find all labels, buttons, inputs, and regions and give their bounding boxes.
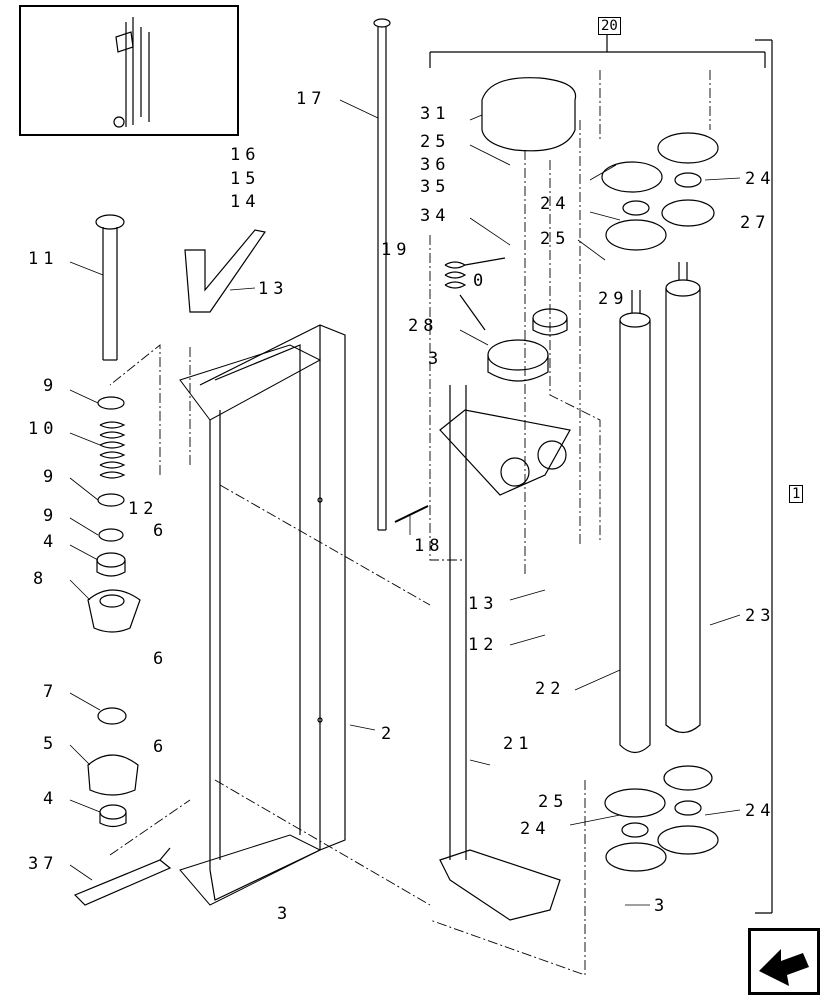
callout-28: 28 xyxy=(408,316,439,336)
callout-15: 15 xyxy=(230,169,261,189)
callout-3: 3 xyxy=(277,904,293,924)
callout-7: 7 xyxy=(43,682,59,702)
callout-37: 37 xyxy=(28,854,59,874)
thumbnail-drawing xyxy=(113,17,150,128)
top-plate xyxy=(439,409,571,496)
callout-12: 12 xyxy=(128,499,159,519)
callout-4: 4 xyxy=(43,532,59,552)
callout-3: 3 xyxy=(654,896,670,916)
callout-12: 12 xyxy=(468,635,499,655)
spring-10 xyxy=(99,421,126,479)
callout-2: 2 xyxy=(381,724,397,744)
callout-18: 18 xyxy=(414,536,445,556)
callout-24: 24 xyxy=(745,169,776,189)
callout-25: 25 xyxy=(540,229,571,249)
callout-11: 11 xyxy=(28,249,59,269)
callout-23: 23 xyxy=(745,606,776,626)
callout-27: 27 xyxy=(740,213,771,233)
flanges-bottom xyxy=(604,765,719,872)
roller-23 xyxy=(665,262,701,734)
callout-31: 31 xyxy=(420,104,451,124)
pin-18 xyxy=(394,505,429,523)
roller-22 xyxy=(619,290,651,754)
flanges-top xyxy=(601,132,719,251)
rod-17 xyxy=(373,18,391,531)
group-20-bracket xyxy=(429,35,766,68)
spring-19 xyxy=(444,257,506,331)
group-1-bracket xyxy=(755,39,773,914)
callout-36: 36 xyxy=(420,155,451,175)
shaft-11 xyxy=(95,214,125,361)
left-washers xyxy=(87,396,141,828)
callout-24: 24 xyxy=(540,194,571,214)
callout-34: 34 xyxy=(420,206,451,226)
callout-16: 16 xyxy=(230,145,261,165)
callout-0: 0 xyxy=(473,271,489,291)
callout-19: 19 xyxy=(381,240,412,260)
tool-37 xyxy=(73,847,172,906)
leader-lines xyxy=(69,99,741,906)
shaft-21 xyxy=(449,385,467,860)
callout-14: 14 xyxy=(230,192,261,212)
callout-9: 9 xyxy=(43,506,59,526)
callout-21: 21 xyxy=(503,734,534,754)
callout-3: 3 xyxy=(428,349,444,369)
callout-5: 5 xyxy=(43,734,59,754)
gear-28 xyxy=(487,339,549,382)
callout-29: 29 xyxy=(598,289,629,309)
frame-2 xyxy=(179,324,346,906)
callout-13: 13 xyxy=(468,594,499,614)
cover-31 xyxy=(481,77,577,152)
callout-24: 24 xyxy=(520,819,551,839)
callout-6: 6 xyxy=(153,649,169,669)
assembly-thumbnail-icon xyxy=(19,5,239,136)
ref-box-1: 1 xyxy=(789,485,804,503)
callout-9: 9 xyxy=(43,467,59,487)
guide-lines xyxy=(109,70,711,976)
callout-6: 6 xyxy=(153,521,169,541)
callout-24: 24 xyxy=(745,801,776,821)
callout-4: 4 xyxy=(43,789,59,809)
arrow-glyph xyxy=(759,949,809,986)
callout-6: 6 xyxy=(153,737,169,757)
bottom-plate xyxy=(439,849,561,921)
callout-10: 10 xyxy=(28,419,59,439)
next-page-arrow-icon[interactable] xyxy=(748,928,820,995)
callout-25: 25 xyxy=(538,792,569,812)
bracket-13 xyxy=(184,229,267,313)
ref-box-20: 20 xyxy=(598,17,621,35)
callout-22: 22 xyxy=(535,679,566,699)
callout-9: 9 xyxy=(43,376,59,396)
callout-25: 25 xyxy=(420,132,451,152)
callout-35: 35 xyxy=(420,177,451,197)
callout-17: 17 xyxy=(296,89,327,109)
callout-13: 13 xyxy=(258,279,289,299)
callout-8: 8 xyxy=(33,569,49,589)
